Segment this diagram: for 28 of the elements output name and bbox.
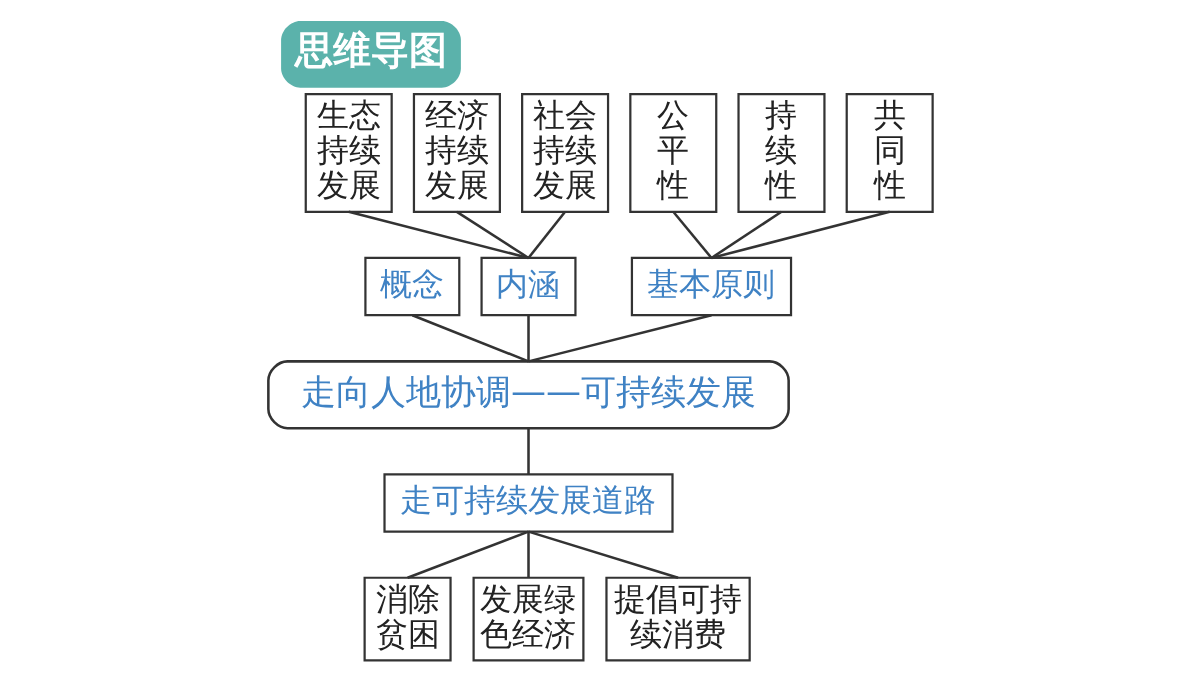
diagram-title: 思维导图 — [294, 27, 447, 72]
connector — [710, 210, 890, 260]
node-box: 基本原则 — [630, 256, 792, 317]
node-box: 提倡可持续消费 — [604, 576, 751, 662]
connector — [710, 210, 782, 259]
connector — [526, 531, 530, 578]
connector — [527, 314, 712, 363]
node-box: 持续性 — [736, 92, 826, 213]
node-box: 经济持续发展 — [412, 92, 501, 213]
connector — [527, 530, 678, 579]
connector — [411, 314, 529, 363]
connector — [527, 211, 566, 259]
node-box: 概念 — [363, 256, 460, 317]
node-box: 消除贫困 — [363, 576, 452, 662]
connector — [347, 210, 529, 260]
node-box: 走向人地协调——可持续发展 — [266, 360, 790, 430]
node-box: 公平性 — [628, 92, 717, 213]
connector — [455, 210, 529, 260]
connector — [526, 428, 530, 475]
node-box: 社会持续发展 — [520, 92, 609, 213]
node-box: 共同性 — [845, 92, 934, 213]
node-box: 生态持续发展 — [304, 92, 393, 213]
connector — [406, 530, 529, 579]
node-box: 走可持续发展道路 — [382, 473, 674, 533]
connector — [671, 211, 712, 259]
node-box: 内涵 — [479, 256, 577, 317]
node-box: 发展绿色经济 — [472, 576, 584, 662]
connector — [526, 315, 530, 362]
